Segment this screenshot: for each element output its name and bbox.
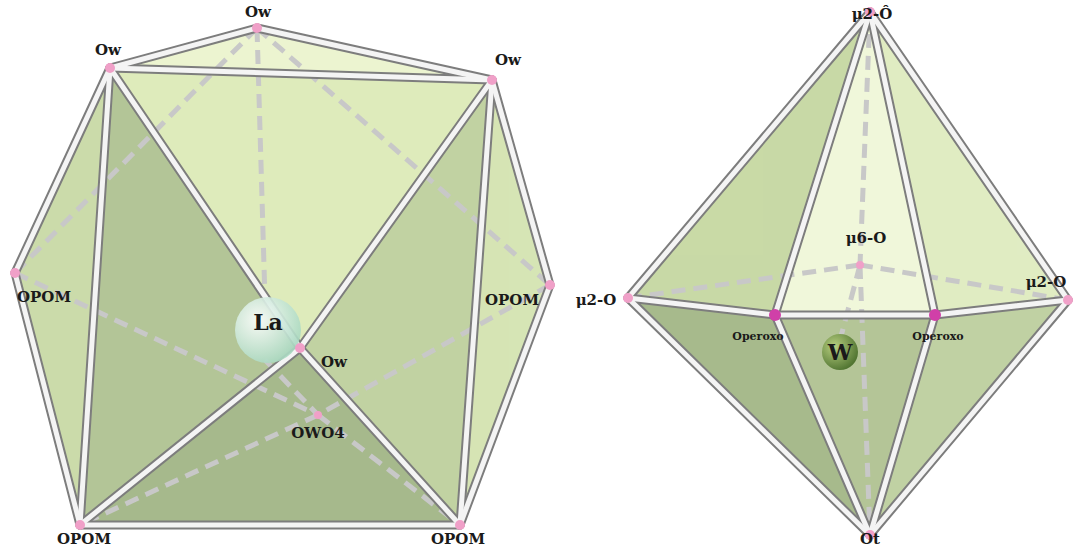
vertex-label: Ow [495, 53, 521, 68]
atom-label: W [828, 341, 853, 363]
vertex-label: OPOM [57, 532, 111, 547]
atom-label: La [253, 311, 283, 333]
vertex-label: OWO4 [291, 426, 344, 441]
vertex-label: Operoxo [732, 331, 783, 342]
vertex-label: μ2-Ô [852, 7, 893, 22]
vertex-label: Ow [95, 43, 121, 58]
vertex-label: OPOM [485, 293, 539, 308]
vertex-label: Ow [321, 355, 347, 370]
vertex-label: Ow [245, 5, 271, 20]
vertex-label: Ot [860, 532, 880, 547]
vertex-label: μ2-O [1026, 275, 1067, 290]
vertex-label: μ6-O [846, 231, 887, 246]
vertex-label: OPOM [17, 290, 71, 305]
vertex-label: μ2-O [576, 293, 617, 308]
vertex-label: OPOM [431, 532, 485, 547]
vertex-label: Operoxo [912, 331, 963, 342]
